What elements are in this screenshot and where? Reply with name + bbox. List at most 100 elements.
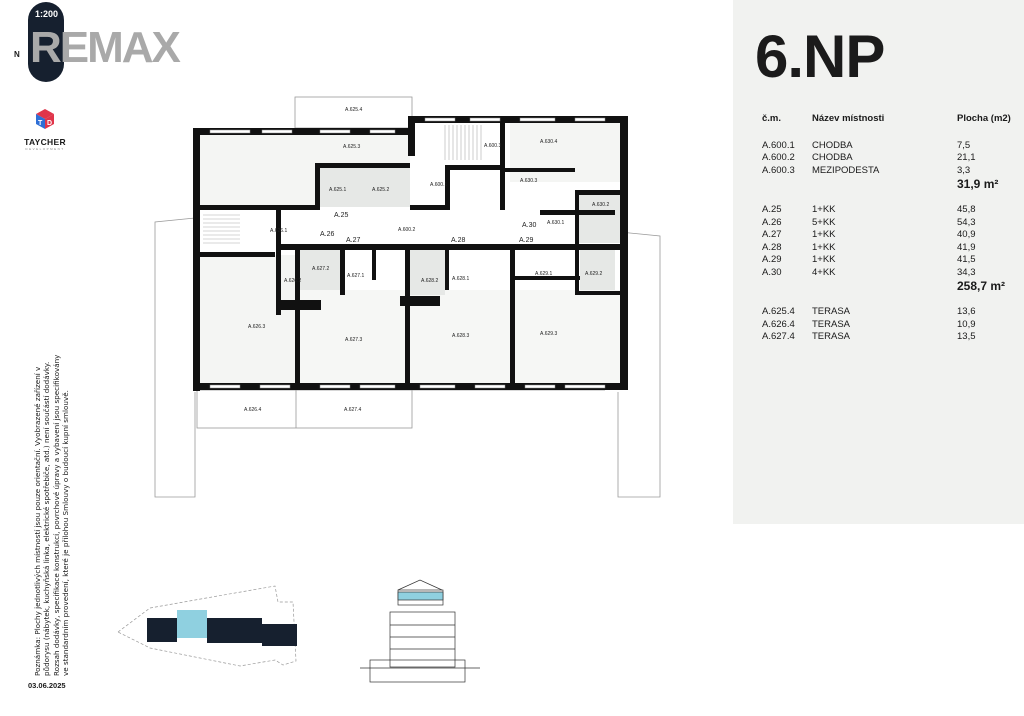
room-fills <box>200 122 620 385</box>
room-table: č.m. Název místnosti Plocha (m2) A.600.1… <box>762 113 1024 344</box>
room-label: A.30 <box>522 222 537 229</box>
scale-badge <box>28 2 64 82</box>
room-label: A.627.1 <box>347 273 364 279</box>
room-area: 40,9 <box>957 229 976 240</box>
disclaimer-note: Poznámka: Plochy jednotlivých místností … <box>33 354 70 676</box>
room-area: 54,3 <box>957 216 976 228</box>
col-number: č.m. <box>762 113 782 124</box>
room-name: 1+KK <box>812 254 836 265</box>
remax-logo: REMAX <box>30 23 181 72</box>
room-number: A.25 <box>762 204 782 215</box>
site-outline <box>154 96 661 498</box>
building-section <box>360 579 480 683</box>
room-label: A.625.1 <box>329 187 346 193</box>
room-name: CHODBA <box>812 139 853 151</box>
room-label: A.630.3 <box>520 178 537 184</box>
staircase <box>203 125 482 244</box>
room-number: A.627.4 <box>762 331 795 342</box>
room-area: 13,5 <box>957 331 976 342</box>
room-label: A.628.1 <box>452 276 469 282</box>
svg-text:T: T <box>38 120 43 127</box>
room-label: A.27 <box>346 237 361 244</box>
units-total: 258,7 m² <box>762 279 1024 293</box>
room-label: A.630.1 <box>547 220 564 226</box>
room-label: A.630.2 <box>592 202 609 208</box>
room-label: A.600.1 <box>430 182 447 188</box>
room-label: A.600.3 <box>484 143 501 149</box>
scale-label: 1:200 <box>35 9 59 19</box>
room-area: 7,5 <box>957 139 971 151</box>
room-number: A.28 <box>762 241 782 253</box>
taycher-logo: T D TAYCHER DEVELOPMENT <box>20 108 70 151</box>
room-label: A.630.4 <box>540 139 557 145</box>
room-label: A.625.3 <box>343 144 360 150</box>
taycher-cube-icon: T D <box>36 109 54 129</box>
taycher-name: TAYCHER <box>24 137 66 147</box>
room-label: A.626.3 <box>248 324 265 330</box>
room-number: A.26 <box>762 216 782 228</box>
total-value: 258,7 m² <box>957 279 1006 293</box>
current-floor-highlight <box>397 591 444 601</box>
summary-panel: 6.NP č.m. Název místnosti Plocha (m2) A.… <box>733 0 1024 524</box>
room-name: 5+KK <box>812 216 836 228</box>
room-name: 1+KK <box>812 241 836 253</box>
room-number: A.625.4 <box>762 306 795 317</box>
table-row: A.25 1+KK 45,8 <box>762 204 1024 217</box>
room-label: A.626.4 <box>244 407 261 413</box>
room-label: A.629.1 <box>535 271 552 277</box>
table-row: A.28 1+KK 41,9 <box>762 242 1024 255</box>
room-name: 1+KK <box>812 204 836 215</box>
room-number: A.626.4 <box>762 318 795 330</box>
room-name: TERASA <box>812 318 851 330</box>
walls <box>193 116 628 391</box>
room-label: A.628.2 <box>421 278 438 284</box>
room-number: A.600.2 <box>762 152 795 163</box>
windows <box>209 117 606 389</box>
room-area: 41,9 <box>957 241 976 253</box>
room-label: A.629.3 <box>540 331 557 337</box>
date: 03.06.2025 <box>28 681 66 690</box>
svg-text:D: D <box>47 120 52 127</box>
site-key-plan <box>117 585 297 667</box>
current-section-highlight <box>177 610 207 638</box>
room-label: A.627.2 <box>312 266 329 272</box>
room-label: A.626.1 <box>270 228 287 234</box>
table-row: A.600.3 MEZIPODESTA 3,3 <box>762 165 1024 178</box>
room-name: TERASA <box>812 306 851 317</box>
room-label: A.629.2 <box>585 271 602 277</box>
room-area: 3,3 <box>957 164 971 176</box>
col-name: Název místnosti <box>812 113 885 124</box>
floor-title: 6.NP <box>755 23 885 90</box>
room-label: A.29 <box>519 237 534 244</box>
room-label: A.600.2 <box>398 227 415 233</box>
total-value: 31,9 m² <box>957 177 999 191</box>
col-area: Plocha (m2) <box>957 113 1011 124</box>
room-label: A.626.2 <box>284 278 301 284</box>
room-label: A.627.4 <box>344 407 361 413</box>
room-number: A.29 <box>762 254 782 265</box>
room-area: 13,6 <box>957 306 976 317</box>
room-label: A.26 <box>320 231 335 238</box>
north-label: N <box>14 50 20 59</box>
room-label: A.628.3 <box>452 333 469 339</box>
room-area: 45,8 <box>957 204 976 215</box>
room-name: MEZIPODESTA <box>812 164 880 176</box>
room-name: CHODBA <box>812 152 853 163</box>
table-row: A.625.4 TERASA 13,6 <box>762 306 1024 319</box>
table-row: A.600.1 CHODBA 7,5 <box>762 140 1024 153</box>
room-area: 41,5 <box>957 254 976 265</box>
room-number: A.600.1 <box>762 139 795 151</box>
table-header: č.m. Název místnosti Plocha (m2) <box>762 113 1024 126</box>
common-total: 31,9 m² <box>762 177 1024 191</box>
room-number: A.600.3 <box>762 164 795 176</box>
table-row: A.26 5+KK 54,3 <box>762 217 1024 230</box>
table-row: A.29 1+KK 41,5 <box>762 254 1024 267</box>
taycher-subtitle: DEVELOPMENT <box>25 147 65 151</box>
room-label: A.28 <box>451 237 466 244</box>
room-area: 21,1 <box>957 152 976 163</box>
